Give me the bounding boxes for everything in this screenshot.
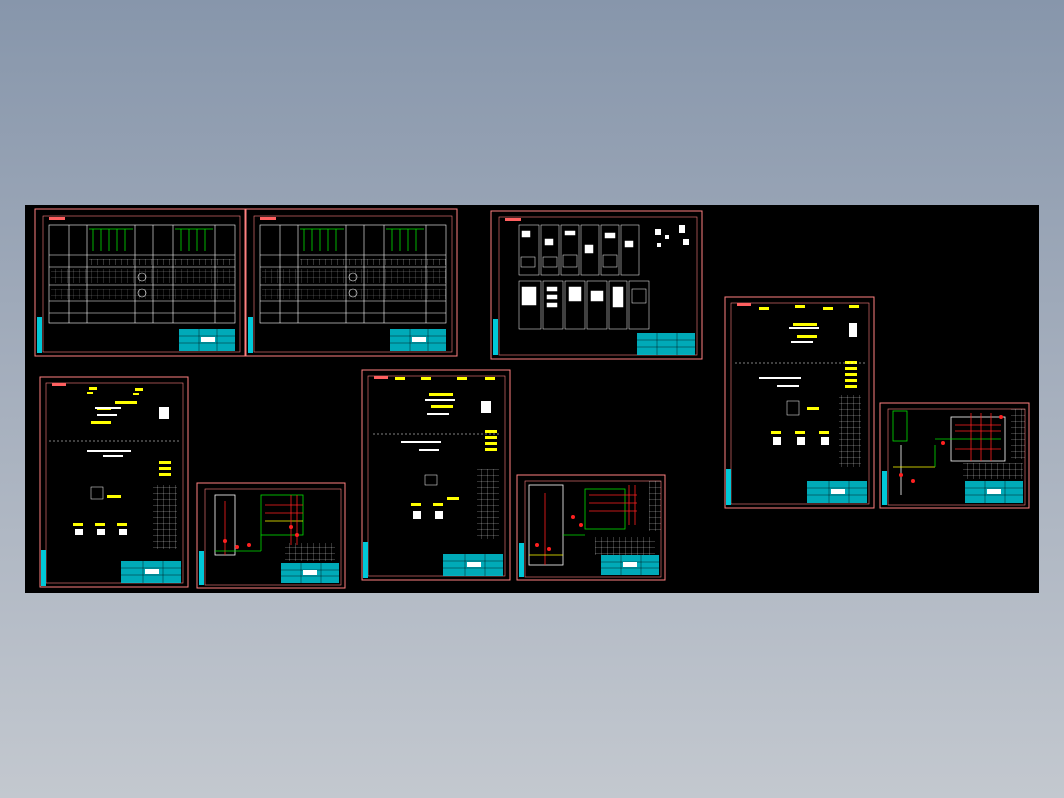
sheet-9[interactable]	[879, 402, 1030, 509]
sheet-2[interactable]	[245, 208, 458, 357]
sheet-4[interactable]	[39, 376, 189, 588]
sheet-4-title-block	[121, 561, 181, 583]
sheet-7-side-strip	[519, 543, 524, 577]
sheet-2-side-strip	[248, 317, 253, 353]
sheet-9-title-block	[965, 481, 1023, 503]
sheet-8[interactable]	[724, 296, 875, 509]
sheet-2-title-block	[390, 329, 446, 351]
sheet-3[interactable]	[490, 210, 703, 360]
sheet-8-side-strip	[726, 469, 731, 505]
sheet-5-title-block	[281, 563, 339, 583]
sheet-8-title-block	[807, 481, 867, 503]
sheet-5-side-strip	[199, 551, 204, 585]
sheet-6-title-block	[443, 554, 503, 576]
sheet-9-side-strip	[882, 471, 887, 505]
sheet-7-title-block	[601, 555, 659, 575]
sheet-1-title-block	[179, 329, 235, 351]
sheet-6-side-strip	[363, 542, 368, 578]
cad-model-space[interactable]	[25, 205, 1039, 593]
sheet-3-side-strip	[493, 319, 498, 355]
sheet-1-side-strip	[37, 317, 42, 353]
sheet-6[interactable]	[361, 369, 511, 581]
sheet-1[interactable]	[34, 208, 246, 357]
sheet-5[interactable]	[196, 482, 346, 589]
sheet-7[interactable]	[516, 474, 666, 581]
sheet-3-title-block	[637, 333, 695, 355]
sheet-4-side-strip	[41, 550, 46, 586]
cad-drawing-canvas[interactable]	[25, 205, 1039, 593]
